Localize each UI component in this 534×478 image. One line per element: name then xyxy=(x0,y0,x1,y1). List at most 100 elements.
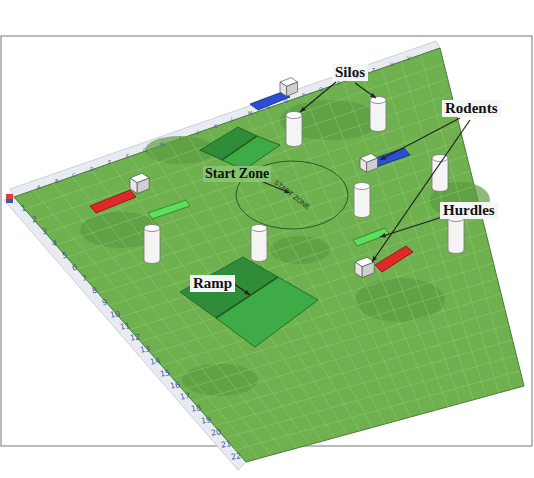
silo-top xyxy=(286,112,302,119)
ruler-letter: O xyxy=(284,98,288,104)
grid-line xyxy=(421,55,512,390)
silo-body xyxy=(286,115,302,147)
ruler-letter: J xyxy=(197,129,198,135)
ruler-letter: A xyxy=(37,184,40,190)
ruler-letter: V xyxy=(407,55,410,61)
arrowhead xyxy=(244,290,250,295)
ruler-letter: T xyxy=(372,67,375,73)
grid-line xyxy=(46,94,452,233)
ruler-letter: D xyxy=(90,166,94,172)
ruler-letter: E xyxy=(108,159,111,165)
rodent-cube xyxy=(137,178,149,194)
silo-top xyxy=(144,225,160,232)
grid-line xyxy=(246,116,397,421)
grid-line xyxy=(151,248,490,354)
camouflage xyxy=(355,278,445,322)
ruler-letter: K xyxy=(214,123,217,129)
grid-line xyxy=(188,136,359,431)
rodent-cube xyxy=(130,178,137,194)
grid-line xyxy=(324,89,448,407)
callout-label: Silos xyxy=(332,64,368,81)
ruler-number: 19 xyxy=(200,415,212,426)
leader-line xyxy=(300,82,336,112)
ruler-letter: L xyxy=(231,116,234,122)
board-surface xyxy=(14,48,524,462)
grid-line xyxy=(169,143,347,435)
ruler-number: 22 xyxy=(230,451,242,462)
bar xyxy=(148,200,190,219)
arrowhead xyxy=(372,256,377,262)
leader-line xyxy=(380,118,460,160)
bar xyxy=(353,228,389,246)
grid-line xyxy=(150,150,335,438)
grid-line xyxy=(141,232,486,341)
silo-body xyxy=(448,218,464,254)
ruler-letter: H xyxy=(160,141,164,147)
rodent-cube xyxy=(355,262,362,278)
leader-line xyxy=(372,120,470,262)
ruler-number: 10 xyxy=(109,309,121,320)
ruler-number: 20 xyxy=(210,427,222,438)
grid-line xyxy=(225,355,516,438)
ruler-letter: N xyxy=(266,104,270,110)
ruler-number: 13 xyxy=(139,344,151,355)
corner-marker xyxy=(6,194,13,199)
silo-body xyxy=(251,228,267,262)
silo-body xyxy=(370,100,386,132)
leader-line xyxy=(355,83,376,98)
silo-body xyxy=(144,228,160,264)
arena-objects xyxy=(90,78,464,347)
ruler-letter: U xyxy=(390,61,394,67)
silo-top xyxy=(251,225,267,232)
grid-line xyxy=(130,156,322,441)
bar xyxy=(90,190,136,213)
callout-label: Hurdles xyxy=(440,202,498,219)
ruler-number: 18 xyxy=(190,403,202,414)
ruler-number: 15 xyxy=(159,368,171,379)
ruler-letter: I xyxy=(179,135,180,141)
ruler-number: 21 xyxy=(220,439,232,450)
rodent-cube xyxy=(367,158,378,172)
callout-label: Ramp xyxy=(190,275,235,292)
ruler-letter: F xyxy=(126,153,129,159)
ruler-number: 17 xyxy=(179,391,191,402)
ruler-number: 16 xyxy=(169,380,181,391)
ramp-face xyxy=(222,136,280,170)
corner-marker xyxy=(6,199,13,203)
ruler-letter: R xyxy=(337,80,340,86)
silo-body xyxy=(354,186,370,218)
ruler-letter: Q xyxy=(319,86,323,92)
grid-line xyxy=(35,79,448,221)
grid-line xyxy=(214,340,512,426)
ramp-ridge xyxy=(222,136,257,160)
zone-label: Start Zone xyxy=(203,166,271,182)
ruler-letter: P xyxy=(302,92,305,98)
ruler-letter: C xyxy=(72,172,76,178)
ruler-number: 11 xyxy=(119,321,131,332)
rodent-cube xyxy=(280,82,287,96)
grid-line xyxy=(235,371,520,450)
rodent-cube xyxy=(287,82,298,96)
rodent-cube xyxy=(360,158,367,172)
arrowhead xyxy=(380,155,386,160)
silo-top xyxy=(370,97,386,104)
callout-label: Rodents xyxy=(442,100,501,117)
leader-lines xyxy=(233,82,470,295)
rodent-cube xyxy=(362,262,374,278)
leader-line xyxy=(233,283,250,295)
silo-top xyxy=(354,183,370,190)
grid-line xyxy=(343,82,461,403)
ruler-letter: G xyxy=(143,147,147,153)
ruler-letter: B xyxy=(55,178,58,184)
ruler-letter: M xyxy=(248,110,252,116)
arrowhead xyxy=(300,107,306,112)
ruler-number: 12 xyxy=(129,332,141,343)
grid-line xyxy=(25,63,444,209)
arrowhead xyxy=(380,233,386,237)
ruler-number: 14 xyxy=(149,356,161,367)
arrowhead xyxy=(370,93,376,98)
grid-line xyxy=(382,68,486,396)
arena-board xyxy=(4,41,524,470)
